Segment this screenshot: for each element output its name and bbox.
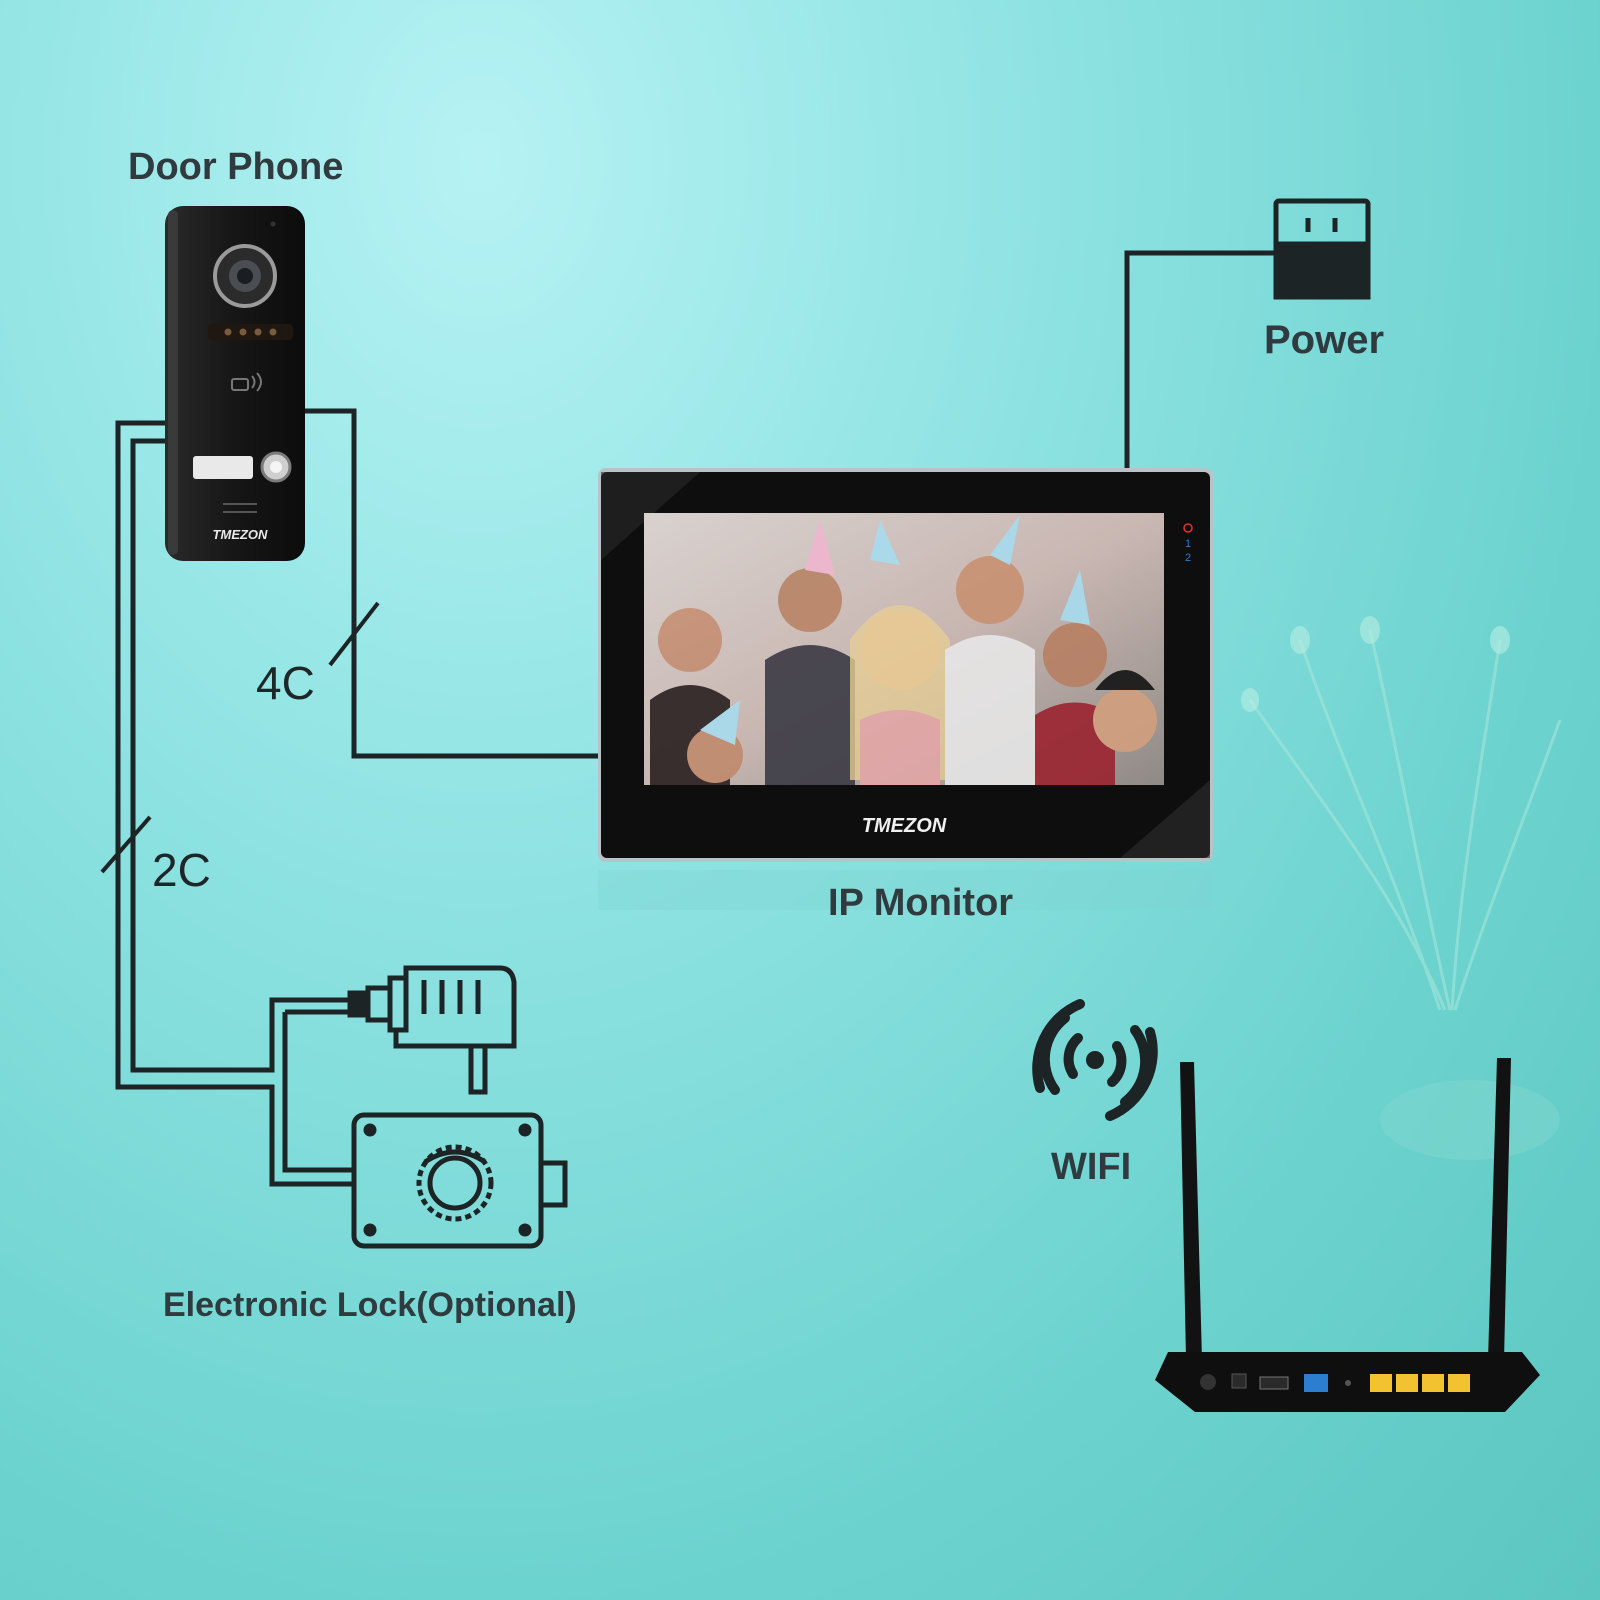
screen-photo-people bbox=[650, 515, 1157, 785]
cable-4c-label: 4C bbox=[256, 657, 315, 709]
wire-2c-inner bbox=[130, 438, 354, 1073]
ip-monitor-label: IP Monitor bbox=[828, 882, 1014, 924]
wiring bbox=[115, 250, 1276, 1187]
monitor-brand: TMEZON bbox=[862, 815, 947, 837]
power-label: Power bbox=[1264, 318, 1385, 362]
monitor-indicator-2: 2 bbox=[1185, 552, 1191, 564]
cable-2c-label: 2C bbox=[152, 844, 211, 896]
electronic-lock-label: Electronic Lock(Optional) bbox=[163, 1286, 577, 1324]
monitor-indicator-1: 1 bbox=[1185, 538, 1191, 550]
wifi-label: WIFI bbox=[1051, 1146, 1132, 1188]
background-vase bbox=[1380, 1080, 1560, 1160]
name-plate bbox=[193, 456, 253, 479]
wire-4c bbox=[297, 408, 598, 759]
door-phone-brand: TMEZON bbox=[213, 527, 268, 542]
electronic-lock-icon bbox=[351, 1112, 568, 1249]
router-icon bbox=[1155, 1058, 1540, 1412]
door-phone: TMEZON bbox=[165, 206, 305, 561]
power-adapter-icon bbox=[347, 965, 517, 1095]
wire-power bbox=[1124, 250, 1276, 472]
rfid-icon bbox=[231, 372, 262, 392]
ir-leds bbox=[208, 324, 293, 340]
router-lan-port bbox=[1370, 1374, 1392, 1392]
power-indicator bbox=[1183, 523, 1193, 533]
cable-slash-marks bbox=[100, 601, 380, 874]
wire-adapter-link bbox=[282, 1009, 354, 1173]
power-outlet-icon bbox=[1273, 198, 1371, 300]
background-plant bbox=[1248, 629, 1562, 1011]
wifi-icon bbox=[1032, 999, 1158, 1121]
slash-2c bbox=[100, 815, 152, 874]
router-wan-port bbox=[1304, 1374, 1328, 1392]
wire-2c-outer bbox=[115, 420, 354, 1187]
ip-monitor: 1 2 TMEZON bbox=[598, 468, 1213, 910]
door-phone-label: Door Phone bbox=[128, 146, 344, 188]
background-plant-buds bbox=[1241, 616, 1510, 712]
slash-4c bbox=[328, 601, 380, 667]
